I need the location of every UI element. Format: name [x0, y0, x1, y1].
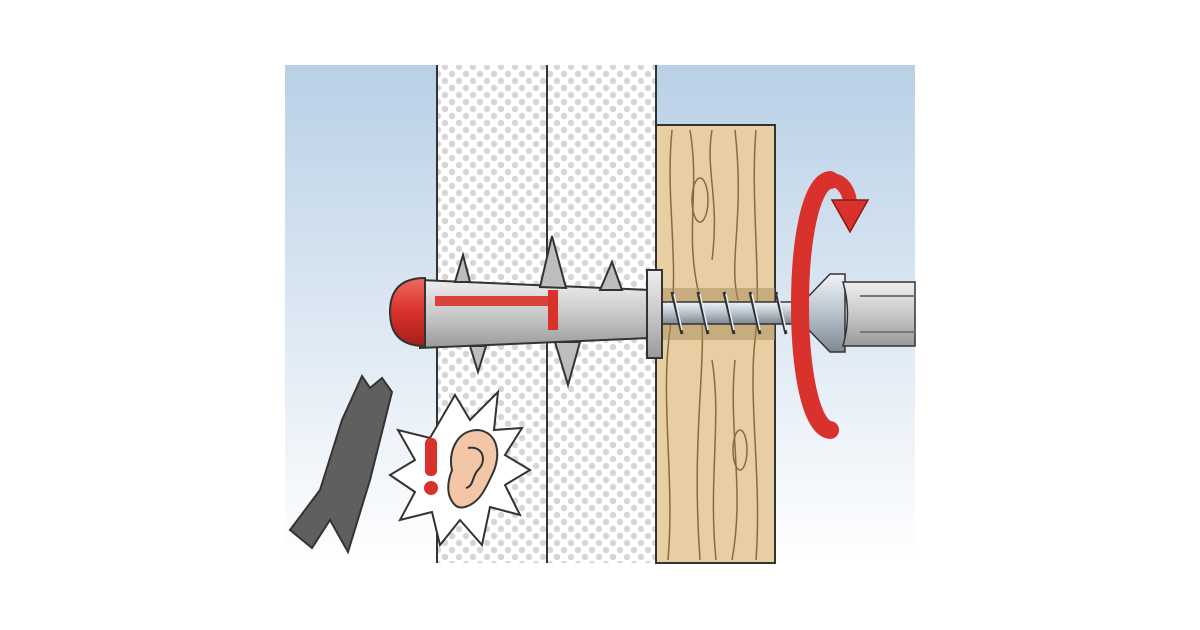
wooden-fixture: [655, 124, 776, 564]
rotation-arrow-icon: [791, 171, 870, 439]
ear-icon: [447, 428, 499, 509]
plasterboard-anchor: [388, 235, 663, 389]
screwdriver-bit: [842, 281, 916, 347]
warning-exclamation-icon: [424, 438, 438, 495]
noise-burst: [388, 389, 532, 548]
broken-drill-icon: [288, 373, 394, 555]
